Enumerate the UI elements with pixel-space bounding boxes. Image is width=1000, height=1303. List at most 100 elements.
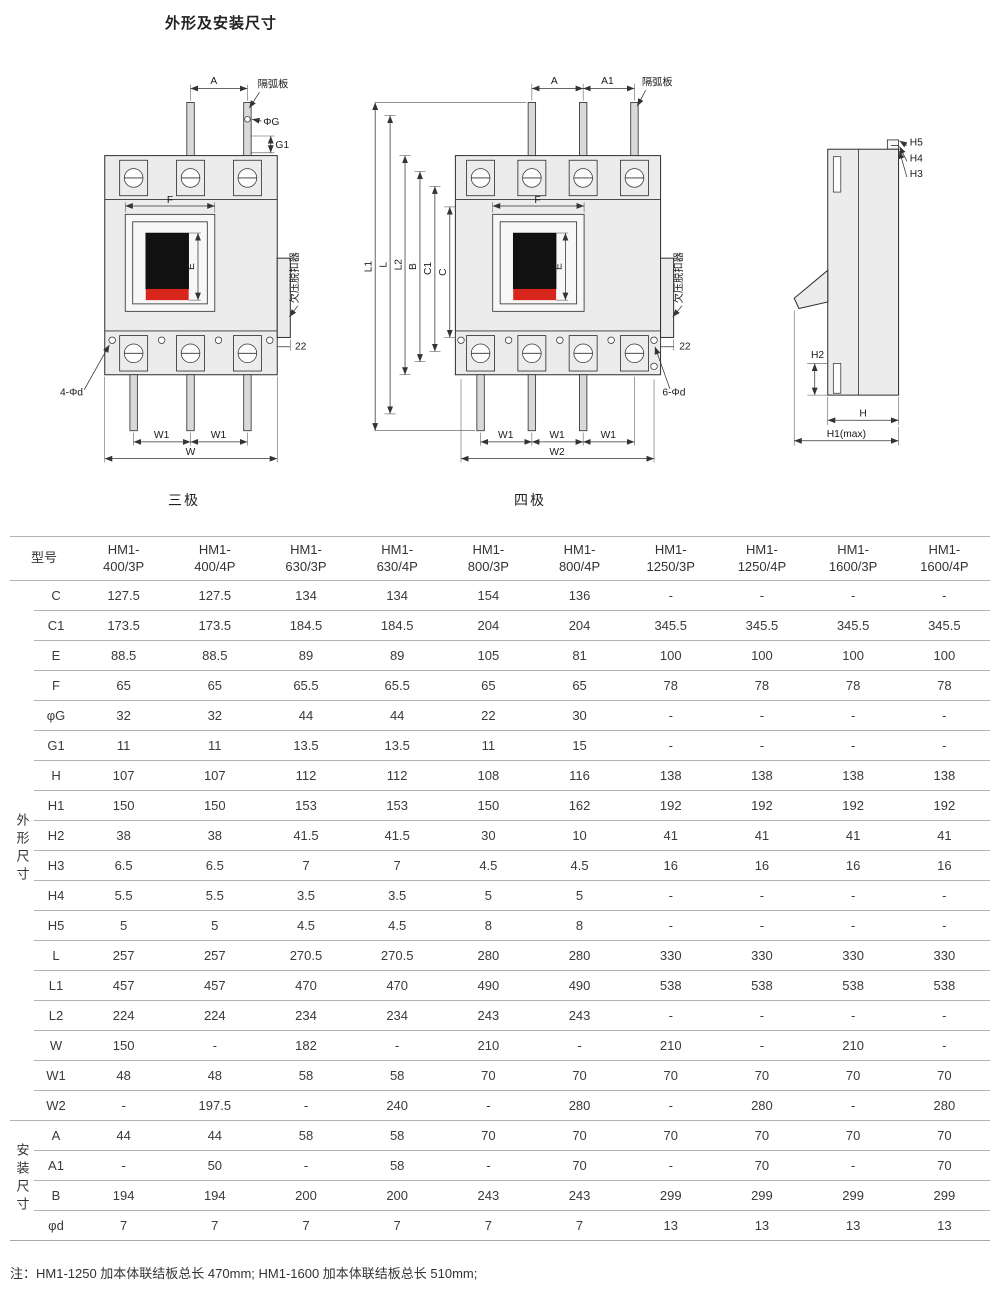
value-cell: 138 [625, 760, 717, 791]
handle-shape [793, 269, 829, 310]
column-header: HM1-400/3P [78, 536, 170, 581]
value-cell: 4.5 [351, 910, 443, 941]
value-cell: 41 [716, 820, 808, 851]
value-cell: - [807, 910, 899, 941]
value-cell: 234 [260, 1000, 352, 1031]
value-cell: 7 [78, 1210, 170, 1241]
value-cell: 44 [260, 700, 352, 731]
value-cell: 15 [533, 730, 626, 761]
param-label: W1 [34, 1060, 79, 1091]
value-cell: 81 [533, 640, 626, 671]
value-cell: 105 [442, 640, 534, 671]
param-label: H5 [34, 910, 79, 941]
dim-h4-label: H4 [910, 153, 923, 164]
value-cell: 490 [442, 970, 534, 1001]
value-cell: 65.5 [351, 670, 443, 701]
dim-l1-label: L1 [363, 261, 374, 273]
dim-w2-label: W2 [549, 447, 565, 458]
dim-c1-label: C1 [423, 262, 434, 275]
value-cell: - [716, 580, 808, 611]
footnote: 注：HM1-1250 加本体联结板总长 470mm; HM1-1600 加本体联… [10, 1266, 478, 1281]
value-cell: 32 [169, 700, 261, 731]
value-cell: 78 [625, 670, 717, 701]
value-cell: - [898, 730, 990, 761]
value-cell: 538 [716, 970, 808, 1001]
value-cell: 184.5 [260, 610, 352, 641]
value-cell: 112 [351, 760, 443, 791]
value-cell: 100 [716, 640, 808, 671]
dim-g1-label: G1 [275, 140, 289, 151]
value-cell: - [625, 580, 717, 611]
value-cell: 240 [351, 1090, 443, 1121]
breaker-front-4p [454, 102, 675, 432]
value-cell: 65.5 [260, 670, 352, 701]
value-cell: 7 [351, 850, 443, 881]
value-cell: 243 [533, 1000, 626, 1031]
value-cell: 200 [351, 1180, 443, 1211]
param-label: H3 [34, 850, 79, 881]
dimensions-side: H5 H4 H3 H2 H H1(m [793, 137, 923, 446]
dim-phig-label: ΦG [263, 117, 279, 128]
value-cell: 41.5 [351, 820, 443, 851]
value-cell: 150 [78, 790, 170, 821]
value-cell: 243 [442, 1180, 534, 1211]
value-cell: 13 [898, 1210, 990, 1241]
value-cell: 5.5 [78, 880, 170, 911]
value-cell: 58 [351, 1120, 443, 1151]
value-cell: 138 [807, 760, 899, 791]
value-cell: 330 [625, 940, 717, 971]
value-cell: 41 [898, 820, 990, 851]
param-label: A1 [34, 1150, 79, 1181]
param-label: H4 [34, 880, 79, 911]
value-cell: 538 [898, 970, 990, 1001]
value-cell: 48 [169, 1060, 261, 1091]
value-cell: 270.5 [351, 940, 443, 971]
value-cell: 70 [625, 1120, 717, 1151]
value-cell: 70 [533, 1120, 626, 1151]
dim-l2-label: L2 [393, 259, 404, 271]
value-cell: 70 [807, 1060, 899, 1091]
value-cell: 70 [533, 1150, 626, 1181]
value-cell: 299 [716, 1180, 808, 1211]
arc-plate-label-4p: 隔弧板 [642, 76, 673, 89]
value-cell: 204 [533, 610, 626, 641]
value-cell: 7 [260, 1210, 352, 1241]
value-cell: - [625, 880, 717, 911]
value-cell: 538 [625, 970, 717, 1001]
value-cell: - [716, 1000, 808, 1031]
value-cell: - [260, 1150, 352, 1181]
dim-e-label: E [186, 263, 197, 270]
value-cell: 280 [533, 940, 626, 971]
value-cell: - [716, 700, 808, 731]
value-cell: 280 [898, 1090, 990, 1121]
value-cell: 32 [78, 700, 170, 731]
value-cell: 58 [351, 1060, 443, 1091]
caption-four-pole: 四极 [514, 492, 546, 508]
value-cell: - [625, 700, 717, 731]
three-pole-diagram: A 隔弧板 ΦG G1 F [60, 76, 307, 463]
value-cell: 3.5 [260, 880, 352, 911]
dim-f-label: F [167, 195, 173, 206]
dim-h3-label: H3 [910, 169, 923, 180]
value-cell: 345.5 [625, 610, 717, 641]
side-view-diagram: H5 H4 H3 H2 H H1(m [793, 137, 923, 446]
value-cell: 88.5 [169, 640, 261, 671]
value-cell: 58 [351, 1150, 443, 1181]
column-header: HM1-1600/4P [898, 536, 990, 581]
value-cell: 192 [625, 790, 717, 821]
value-cell: 204 [442, 610, 534, 641]
column-header: HM1-1600/3P [807, 536, 899, 581]
dimensions-3p: A 隔弧板 ΦG G1 F [60, 76, 307, 463]
value-cell: 257 [78, 940, 170, 971]
value-cell: 210 [442, 1030, 534, 1061]
value-cell: - [169, 1030, 261, 1061]
